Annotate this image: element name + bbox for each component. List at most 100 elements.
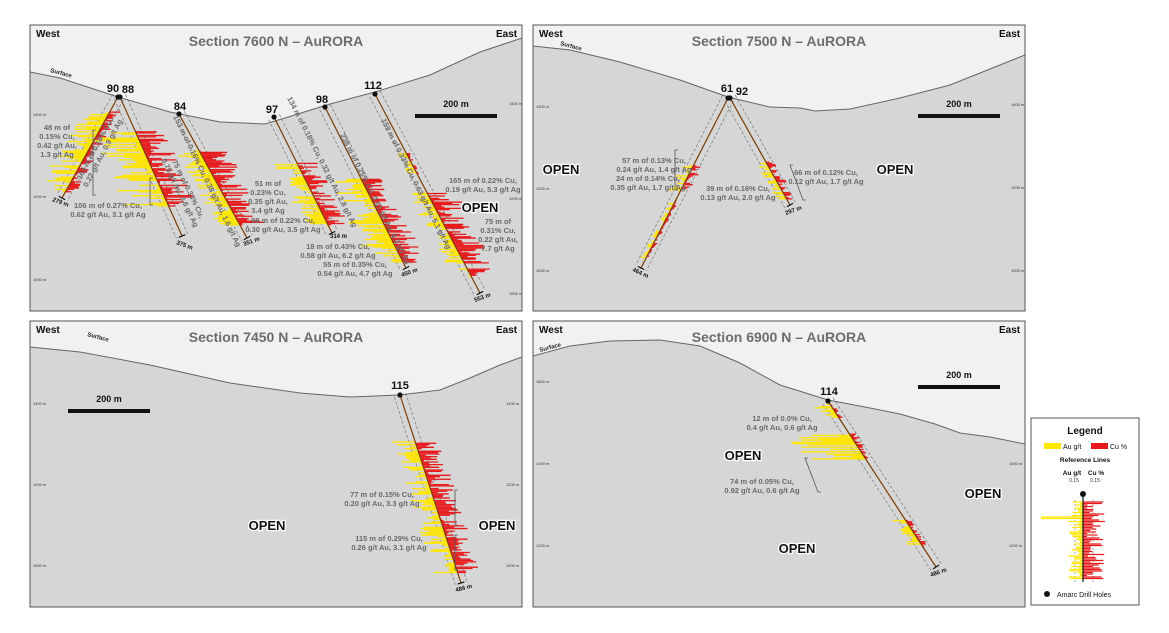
sky-fill: [30, 321, 522, 398]
svg-text:0.19 g/t Au, 5.3 g/t Ag: 0.19 g/t Au, 5.3 g/t Ag: [445, 185, 521, 194]
intercept-label: 106 m of 0.27% Cu, 0.62 g/t Au, 3.1 g/t …: [70, 201, 146, 219]
elevation-label: 1200 m: [536, 186, 550, 191]
svg-text:0.42 g/t Au,: 0.42 g/t Au,: [37, 141, 77, 150]
drill-collar-icon: [372, 91, 378, 97]
intercept-bracket: [789, 164, 806, 201]
svg-text:0.12 g/t Au, 1.7 g/t Ag: 0.12 g/t Au, 1.7 g/t Ag: [788, 177, 864, 186]
scale-label: 200 m: [946, 370, 972, 380]
svg-text:66 m of 0.12% Cu,: 66 m of 0.12% Cu,: [794, 168, 858, 177]
hole-depth-label: 297 m: [785, 205, 803, 216]
scale-bar: [918, 114, 1000, 118]
open-label: OPEN: [543, 162, 580, 177]
svg-text:0.23% Cu,: 0.23% Cu,: [250, 188, 285, 197]
section-7450n-panel: Section 7450 N – AuRORA West East Surfac…: [29, 320, 523, 608]
panel-frame: [29, 24, 523, 312]
open-label: OPEN: [965, 486, 1002, 501]
sky-fill: [30, 25, 522, 125]
reference-line: [393, 396, 456, 585]
hole-id-label: 61: [721, 83, 733, 95]
reference-line: [646, 100, 734, 271]
intercept-label: 51 m of 0.23% Cu, 0.35 g/t Au, 3.4 g/t A…: [248, 179, 288, 215]
elevation-label: 1000 m: [33, 277, 47, 282]
svg-text:75 m of: 75 m of: [485, 217, 512, 226]
open-label: OPEN: [462, 200, 499, 215]
svg-text:98 m of 0.22% Cu,: 98 m of 0.22% Cu,: [251, 216, 315, 225]
intercept-label: 55 m of 0.35% Cu, 0.54 g/t Au, 4.7 g/t A…: [317, 260, 393, 278]
scale-label: 200 m: [946, 99, 972, 109]
surface-label: Surface: [559, 41, 582, 53]
intercept-bracket: [454, 534, 458, 571]
end-of-hole-tick: [932, 564, 940, 570]
east-label: East: [496, 29, 518, 40]
drill-trace: [178, 113, 248, 239]
svg-text:0.54 g/t Au, 4.7 g/t Ag: 0.54 g/t Au, 4.7 g/t Ag: [317, 269, 393, 278]
reference-line: [379, 91, 486, 291]
drill-trace: [729, 97, 791, 206]
intercept-label: 165 m of 0.22% Cu, 0.19 g/t Au, 5.3 g/t …: [445, 176, 521, 194]
reference-line: [268, 119, 327, 236]
svg-text:0.30 g/t Au, 3.5 g/t Ag: 0.30 g/t Au, 3.5 g/t Ag: [245, 225, 321, 234]
drill-collar-icon: [117, 94, 123, 100]
elevation-label: 1200 m: [1011, 185, 1025, 190]
elevation-label: 1000 m: [506, 563, 520, 568]
svg-text:55 m of 0.35% Cu,: 55 m of 0.35% Cu,: [323, 260, 387, 269]
end-of-hole-tick: [637, 265, 645, 271]
svg-text:0.20 g/t Au, 3.3 g/t Ag: 0.20 g/t Au, 3.3 g/t Ag: [344, 499, 420, 508]
cu-swatch: [1091, 443, 1108, 449]
legend: Legend Au g/t Cu % Reference Lines Au g/…: [1030, 417, 1140, 606]
drill-collar-icon: [397, 392, 403, 398]
drill-holes-7450n: [392, 392, 478, 585]
sky-fill: [533, 321, 1025, 445]
panel-frame: [532, 24, 1026, 312]
svg-text:0.62 g/t Au, 3.1 g/t Ag: 0.62 g/t Au, 3.1 g/t Ag: [70, 210, 146, 219]
scale-bar: [918, 385, 1000, 389]
drill-trace: [119, 96, 183, 237]
hole-depth-label: 279 m: [51, 197, 69, 208]
drill-holes-7600n: [47, 91, 490, 296]
svg-text:0.26 g/t Au, 3.1 g/t Ag: 0.26 g/t Au, 3.1 g/t Ag: [351, 543, 427, 552]
svg-text:0.22 g/t Au,: 0.22 g/t Au,: [478, 235, 518, 244]
elevation-label: 1600 m: [536, 379, 550, 384]
hole-id-label: 97: [266, 104, 278, 116]
intercept-label: 66 m of 0.12% Cu, 0.12 g/t Au, 1.7 g/t A…: [788, 168, 864, 186]
surface-label: Surface: [86, 332, 109, 344]
end-of-hole-tick: [402, 265, 410, 271]
reference-line: [734, 94, 796, 203]
svg-text:0.4 g/t Au, 0.6 g/t Ag: 0.4 g/t Au, 0.6 g/t Ag: [746, 423, 818, 432]
drill-trace: [324, 106, 407, 269]
elevation-label: 1200 m: [1009, 543, 1023, 548]
elevation-label: 1000 m: [509, 291, 523, 296]
svg-text:165 m of 0.22% Cu,: 165 m of 0.22% Cu,: [449, 176, 517, 185]
hole-id-label: 115: [391, 380, 409, 392]
scale-bar: [68, 409, 150, 413]
open-label: OPEN: [779, 541, 816, 556]
elevation-label: 1200 m: [33, 194, 47, 199]
section-title: Section 7500 N – AuRORA: [692, 33, 867, 49]
west-label: West: [36, 325, 60, 336]
open-label: OPEN: [725, 448, 762, 463]
intercept-label: 18 m of 0.43% Cu, 0.58 g/t Au, 6.2 g/t A…: [300, 242, 376, 260]
drill-collar-icon: [271, 114, 277, 120]
elevation-label: 1200 m: [33, 482, 47, 487]
scale-bar: [415, 114, 497, 118]
drill-collar-icon: [176, 111, 182, 117]
svg-text:12 m of 0.0% Cu,: 12 m of 0.0% Cu,: [752, 414, 812, 423]
reference-line: [114, 99, 177, 239]
intercept-bracket: [149, 177, 153, 206]
elevation-label: 1400 m: [506, 401, 520, 406]
intercept-label: 48 m of 0.15% Cu, 0.42 g/t Au, 1.3 g/t A…: [37, 123, 77, 159]
elevation-label: 1400 m: [536, 461, 550, 466]
svg-text:48 m of: 48 m of: [44, 123, 71, 132]
open-label: OPEN: [479, 518, 516, 533]
reference-line: [405, 393, 468, 582]
scale-label: 200 m: [443, 99, 469, 109]
legend-sample-histogram: [1041, 491, 1105, 582]
west-label: West: [36, 29, 60, 40]
scale-label: 200 m: [96, 394, 122, 404]
elevation-label: 1000 m: [1011, 268, 1025, 273]
surface-label: Surface: [49, 68, 72, 80]
east-label: East: [496, 325, 518, 336]
reference-line: [832, 397, 942, 564]
section-7500n-panel: Section 7500 N – AuRORA West East Surfac…: [532, 24, 1026, 312]
hole-id-label: 84: [174, 101, 187, 113]
